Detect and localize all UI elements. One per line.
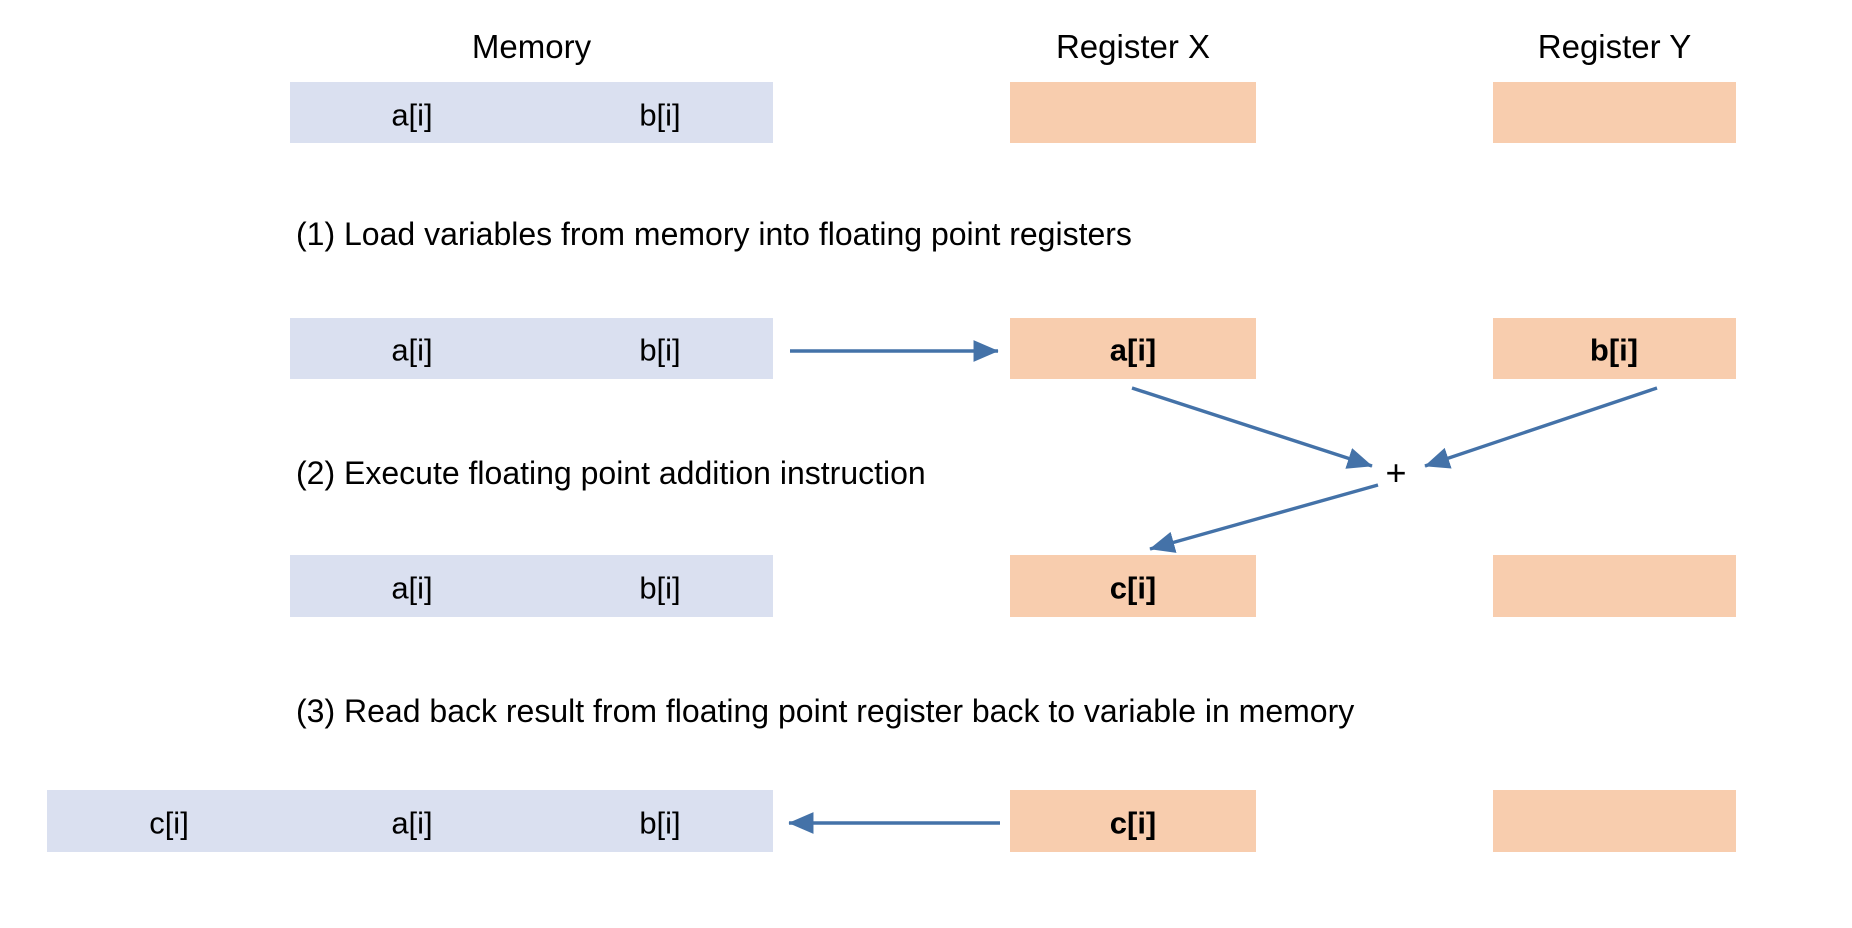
- arrow-register-x-to-plus: [1131, 386, 1373, 469]
- memory-cell-c: c[i]: [149, 805, 189, 841]
- register-y-box-row-after-load: [1493, 318, 1736, 379]
- memory-cell-a: a[i]: [391, 805, 433, 841]
- plus-operator: +: [1385, 452, 1407, 493]
- memory-bar-row-after-store: [47, 790, 773, 852]
- register-y-box-row-initial: [1493, 82, 1736, 143]
- memory-bar-row-after-load: [290, 318, 773, 379]
- memory-cell-a: a[i]: [391, 570, 433, 606]
- memory-cell-b: b[i]: [639, 570, 681, 606]
- memory-cell-b: b[i]: [639, 805, 681, 841]
- register-y-value-row-after-load: b[i]: [1589, 332, 1639, 368]
- register-x-value-row-after-store: c[i]: [1109, 805, 1157, 841]
- register-x-value-row-after-load: a[i]: [1109, 332, 1157, 368]
- register-x-box-row-after-load: [1010, 318, 1256, 379]
- step-2-text: (2) Execute floating point addition inst…: [296, 455, 926, 491]
- memory-bar-row-after-add: [290, 555, 773, 617]
- step-1-text: (1) Load variables from memory into floa…: [296, 216, 1132, 252]
- arrow-plus-to-register-x: [1149, 483, 1379, 553]
- memory-cell-b: b[i]: [639, 97, 681, 133]
- arrow-register-y-to-plus: [1424, 386, 1658, 469]
- register-x-header: Register X: [1055, 28, 1211, 65]
- memory-cell-a: a[i]: [391, 97, 433, 133]
- register-x-box-row-after-add: [1010, 555, 1256, 617]
- register-y-box-row-after-add: [1493, 555, 1736, 617]
- memory-header: Memory: [471, 28, 592, 65]
- register-x-box-row-initial: [1010, 82, 1256, 143]
- register-y-box-row-after-store: [1493, 790, 1736, 852]
- memory-bar-row-initial: [290, 82, 773, 143]
- register-x-value-row-after-add: c[i]: [1109, 570, 1157, 606]
- register-y-header: Register Y: [1537, 28, 1692, 65]
- register-x-box-row-after-store: [1010, 790, 1256, 852]
- step-3-text: (3) Read back result from floating point…: [296, 693, 1355, 729]
- memory-cell-b: b[i]: [639, 332, 681, 368]
- memory-cell-a: a[i]: [391, 332, 433, 368]
